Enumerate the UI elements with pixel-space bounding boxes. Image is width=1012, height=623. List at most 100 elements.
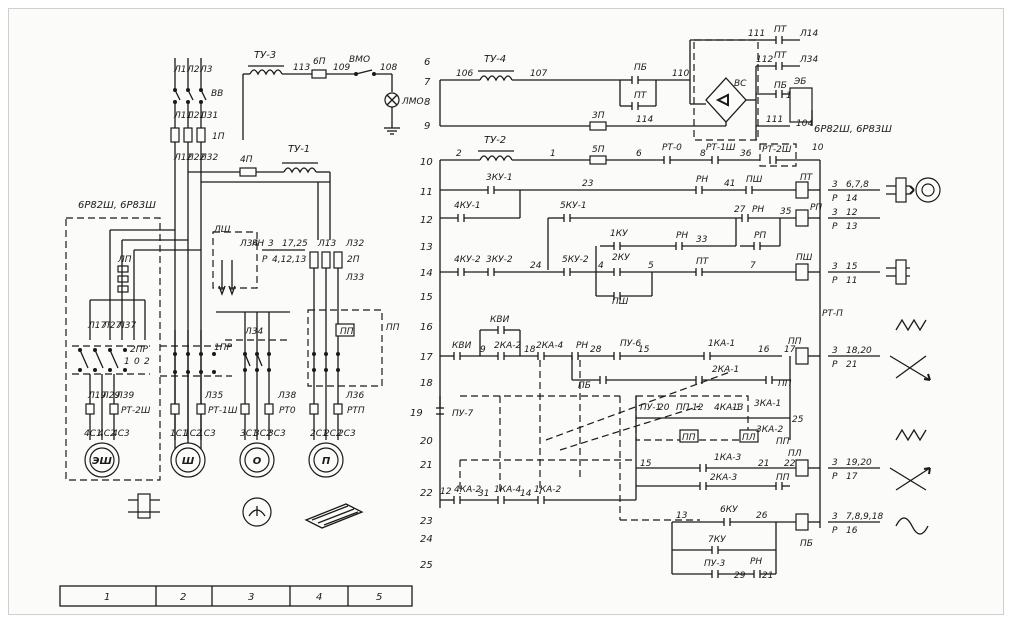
xref-2-bot: Р (832, 276, 838, 286)
c-rn-12: РН (752, 205, 764, 215)
wire-14: 14 (520, 489, 532, 499)
wire-114: 114 (636, 115, 653, 125)
c-5ku1: 5КУ-1 (560, 201, 587, 211)
power-circuit: Л1 Л2 Л3 ВВ Л11 Л21 Л31 1П Л12 Л22 Л32 4… (65, 50, 424, 529)
wire-13: 13 (732, 403, 744, 413)
c-1ka1: 1КА-1 (708, 339, 735, 349)
m1-t3: 4С3 (112, 429, 130, 439)
wire-110: 110 (672, 69, 689, 79)
relay-rt0-label: РТ0 (279, 406, 296, 416)
clutch-icon (886, 259, 910, 285)
supply-fused-2: Л22 (186, 153, 205, 163)
diagram-frame (8, 8, 1004, 615)
xref-4-nums: 19,20 (846, 458, 872, 468)
strip-cell-4: 4 (316, 592, 322, 603)
rt2sh-label: РТ-2Ш (762, 145, 792, 155)
motor-rapid-label: П (322, 456, 331, 467)
m3-t3: 3С3 (268, 429, 286, 439)
pt-contact-label: ПТ (634, 91, 648, 101)
c-4ku2: 4КУ-2 (454, 255, 481, 265)
supply-after-1: Л11 (173, 111, 192, 121)
rt0-label: РТ-0 (662, 143, 682, 153)
c-6ku: 6КУ (720, 505, 738, 515)
c-kvi-17: КВИ (452, 341, 472, 351)
wire-16: 16 (758, 345, 770, 355)
c-3ka2: 3КА-2 (756, 425, 784, 435)
c-pt-14: ПТ (696, 257, 710, 267)
wire-15: 15 (638, 345, 650, 355)
pb-mid-label: ПБ (774, 81, 787, 91)
m1-t2: 4С2 (98, 429, 116, 439)
row-11: 11 (420, 187, 433, 198)
fuses-2p-label: 2П (347, 255, 360, 265)
wire-29: 29 (734, 571, 746, 581)
c-1ka2: 1КА-2 (534, 485, 562, 495)
row-22: 22 (420, 488, 433, 499)
pp-box-1: ПП (682, 433, 696, 443)
lsh-label: ЛШ (213, 225, 231, 235)
row-15: 15 (420, 292, 433, 303)
wire-41: 41 (724, 179, 735, 189)
pr2-l27: Л27 (102, 321, 121, 331)
brake-pictogram (128, 493, 160, 519)
main-fuses-label: 1П (212, 132, 225, 142)
supply-l3: Л3 (199, 65, 213, 75)
c-1ka3: 1КА-3 (714, 453, 742, 463)
wire-12: 12 (692, 403, 704, 413)
c-rn-13: РН (676, 231, 688, 241)
wire-21b: 21 (762, 571, 773, 581)
transformer-tu1-label: ТУ-1 (288, 144, 310, 155)
wire-24: 24 (530, 261, 542, 271)
c-7ku: 7КУ (708, 535, 726, 545)
coil-pb-label: ПБ (800, 539, 813, 549)
l34-right-label: Л34 (799, 55, 818, 65)
c-pu1: ПУ-1 (640, 403, 661, 413)
pl-box-1: ПЛ (742, 433, 756, 443)
fuse-l32: Л32 (345, 239, 364, 249)
rectifier-vs-label: ВС (734, 79, 747, 89)
pp-inner-label: ПП (340, 327, 354, 337)
rn-note-pv: 4,12,13 (272, 255, 307, 265)
c-psh-15: ПШ (612, 297, 629, 307)
supply-fused-3: Л32 (199, 153, 218, 163)
coil-pt-label: ПТ (800, 173, 814, 183)
wire-111: 111 (748, 29, 765, 39)
motor-spindle-label: Ш (182, 456, 195, 467)
m4-t3: 2С3 (338, 429, 356, 439)
wire-113: 113 (293, 63, 310, 73)
coolant-pictogram (242, 497, 272, 527)
xref-5-top: 3 (832, 512, 838, 522)
l14-label: Л14 (799, 29, 818, 39)
fuse-3p-label: 3П (592, 111, 605, 121)
xref-3-top: 3 (832, 346, 838, 356)
rn-note-v0: 3 (268, 239, 274, 249)
c-pp-19: ПП (676, 403, 690, 413)
wire-28: 28 (590, 345, 602, 355)
wire-104: 104 (796, 119, 813, 129)
rn-note: РН (252, 239, 264, 249)
xref-4-top: 3 (832, 458, 838, 468)
c-pu3: ПУ-3 (704, 559, 725, 569)
fuse-l13: Л13 (317, 239, 336, 249)
xref-2-top: 3 (832, 262, 838, 272)
c-rn-25: РН (750, 557, 762, 567)
rn-note-p: Р (262, 255, 268, 265)
l34-label: Л34 (239, 239, 258, 249)
row-20: 20 (420, 436, 433, 447)
c-pp-20: ПП (776, 437, 790, 447)
coil-pl (795, 459, 809, 477)
c-4ku1: 4КУ-1 (454, 201, 481, 211)
c-3ka1: 3КА-1 (754, 399, 781, 409)
coil-psh (795, 263, 809, 281)
wire-6: 6 (636, 149, 642, 159)
rn-note-v1: 17,25 (282, 239, 308, 249)
wire-108: 108 (380, 63, 397, 73)
row-12: 12 (420, 215, 433, 226)
m2-t1: 1С1 (170, 429, 188, 439)
wire-17: 17 (784, 345, 796, 355)
wire-21: 21 (758, 459, 769, 469)
xref-0-bot: Р (832, 194, 838, 204)
wire-109: 109 (333, 63, 350, 73)
wire-25: 25 (792, 415, 804, 425)
